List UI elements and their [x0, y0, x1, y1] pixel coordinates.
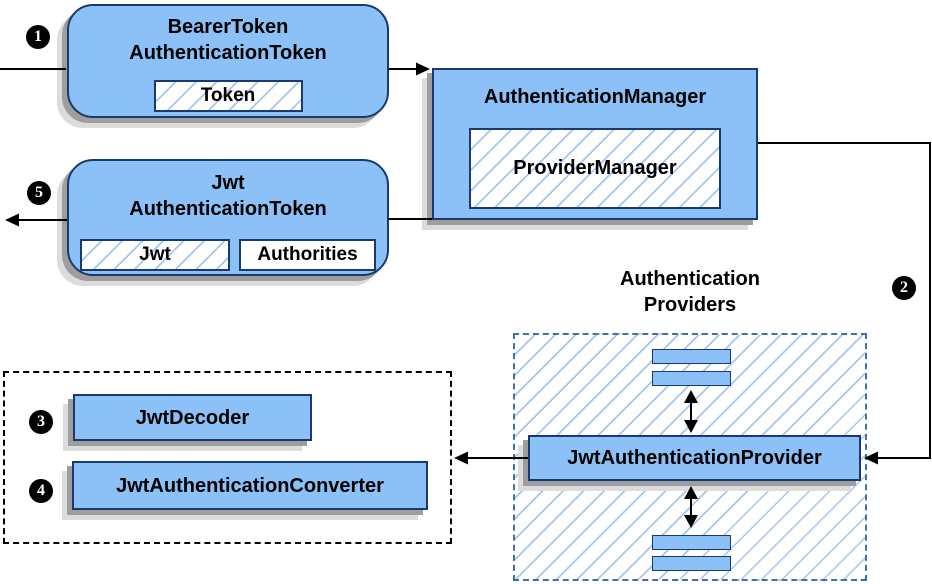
- provider-manager-chip: ProviderManager: [469, 128, 721, 209]
- jwt-token-node-title: Jwt AuthenticationToken: [129, 172, 327, 220]
- jwt-chip: Jwt: [80, 239, 230, 271]
- outgoing-result-arrow: [5, 213, 67, 227]
- jwt-token-fields: Jwt Authorities: [80, 239, 376, 271]
- provider-list-bar-2: [652, 371, 731, 386]
- jwt-authentication-token-node: Jwt AuthenticationToken Jwt Authorities: [67, 159, 389, 276]
- decoder-converter-group: [3, 371, 452, 544]
- bearer-token-node-title: BearerToken AuthenticationToken: [129, 16, 327, 64]
- providers-group-label-line2: Providers: [643, 294, 737, 316]
- token-chip: Token: [153, 80, 303, 112]
- bearer-to-manager-arrow: [389, 62, 430, 76]
- step-2-badge: 2: [892, 276, 916, 300]
- provider-list-bar-4: [652, 556, 731, 571]
- provider-list-bar-3: [652, 535, 731, 550]
- providers-group-label-line1: Authentication: [620, 268, 760, 290]
- provider-list-bar-1: [652, 349, 731, 364]
- step-5-badge: 5: [27, 181, 51, 205]
- authorities-chip: Authorities: [239, 239, 376, 271]
- jwt-authentication-provider-node: JwtAuthenticationProvider: [528, 435, 861, 481]
- jwt-authentication-converter-node: JwtAuthenticationConverter: [72, 461, 428, 510]
- authentication-manager-title: AuthenticationManager: [483, 86, 707, 108]
- step-4-badge: 4: [29, 479, 53, 503]
- step-1-badge: 1: [26, 25, 50, 49]
- jwt-decoder-node: JwtDecoder: [73, 394, 312, 441]
- providers-group-label: Authentication Providers: [513, 266, 867, 318]
- authentication-manager-node: AuthenticationManager ProviderManager: [432, 68, 758, 220]
- step-3-badge: 3: [29, 410, 53, 434]
- bearer-token-authentication-token-node: BearerToken AuthenticationToken Token: [67, 4, 389, 118]
